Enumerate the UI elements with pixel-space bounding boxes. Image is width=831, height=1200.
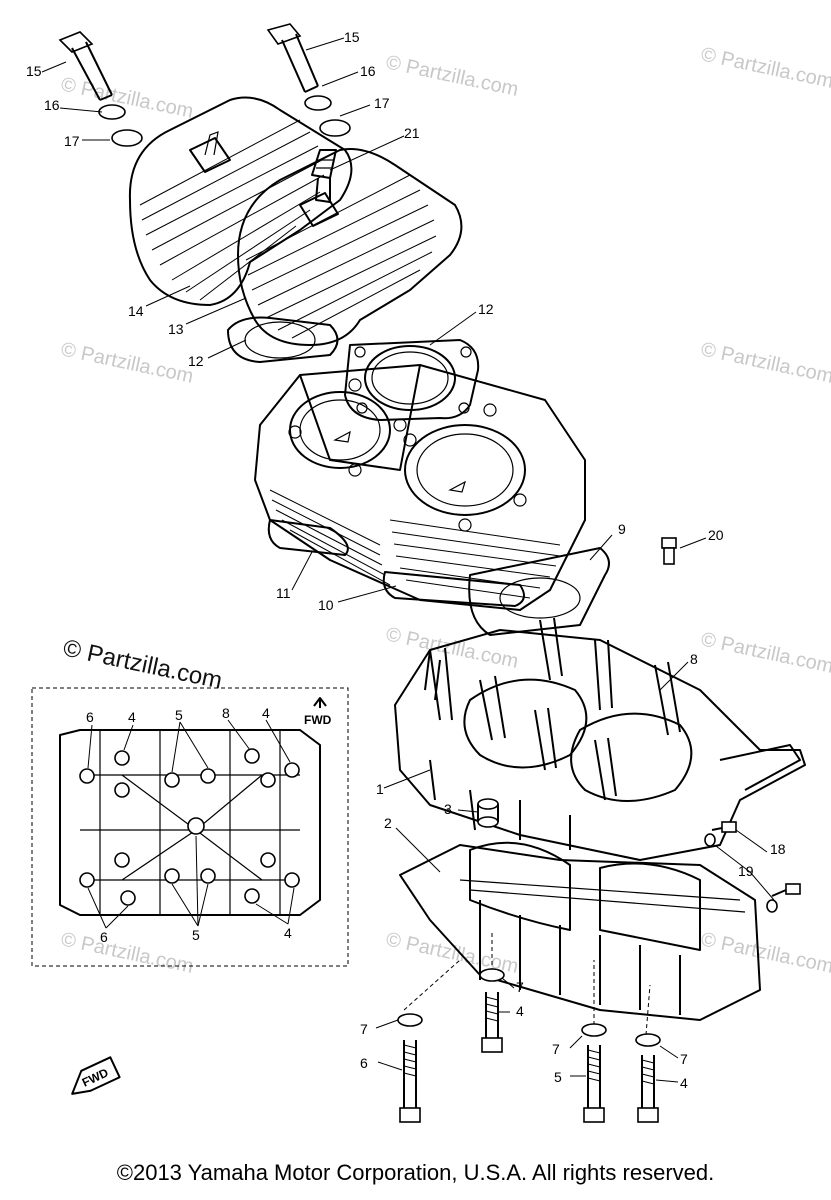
callout-4: 4 [516,1003,524,1019]
washer-7-d [635,1033,661,1047]
callout-7: 7 [552,1041,560,1057]
washer-17-left [111,129,143,147]
callout-7: 7 [360,1021,368,1037]
watermark: © Partzilla.com [384,51,520,101]
bolt-5 [583,1045,605,1123]
callout-16: 16 [360,63,376,79]
bolt-18-upper [711,821,737,833]
callout-9: 9 [618,521,626,537]
cylinder-block [254,364,586,611]
base-gasket-10 [382,571,525,607]
inset-callout-8: 8 [222,705,230,721]
inset-bolt-holes [79,748,300,906]
dowel-pin-3 [477,798,499,828]
watermark: © Partzilla.com [699,928,831,978]
watermark: © Partzilla.com [59,73,195,123]
cylinder-head-13 [237,148,463,346]
callout-19: 19 [738,863,754,879]
upper-crankcase-1 [394,629,806,861]
washer-19-upper [704,833,716,847]
watermark: © Partzilla.com [59,338,195,388]
inset-bolt-pattern: FWD [31,687,349,967]
callout-21: 21 [404,125,420,141]
washer-7-c [581,1023,607,1037]
plug-20 [661,537,677,565]
copyright-footer: ©2013 Yamaha Motor Corporation, U.S.A. A… [116,1160,715,1185]
callout-16: 16 [44,97,60,113]
fwd-arrow-icon: FWD [71,1056,121,1095]
inset-fwd-label: FWD [304,713,332,727]
watermark: © Partzilla.com [59,928,195,978]
fwd-up-arrow-icon [313,697,327,708]
callout-13: 13 [168,321,184,337]
callout-12: 12 [478,301,494,317]
watermark: © Partzilla.com [699,628,831,678]
cylinder-head-14 [128,96,353,306]
callout-10: 10 [318,597,334,613]
bolt-4-a [481,992,503,1053]
callout-15: 15 [26,63,42,79]
callout-2: 2 [384,815,392,831]
callout-7: 7 [680,1051,688,1067]
head-gasket-12-right [344,339,480,421]
head-gasket-12-left [227,316,339,363]
assembly-leaders [403,930,651,1036]
callout-17: 17 [64,133,80,149]
callout-12: 12 [188,353,204,369]
callout-14: 14 [128,303,144,319]
inset-callout-4: 4 [262,705,270,721]
bolt-6 [399,1040,421,1123]
bolt-18-lower [771,883,801,897]
callout-11: 11 [276,585,291,601]
callout-7: 7 [516,979,524,995]
callout-1: 1 [376,781,384,797]
callout-8: 8 [690,651,698,667]
callouts: 15 16 17 15 16 17 21 14 13 12 12 11 10 9… [26,29,786,1091]
callout-6: 6 [360,1055,368,1071]
inset-callout-4: 4 [128,709,136,725]
callout-20: 20 [708,527,724,543]
watermark: © Partzilla.com [699,43,831,93]
bolt-4-b [637,1055,659,1123]
washer-16-right [304,95,332,111]
washer-19-lower [766,899,778,913]
callout-4: 4 [680,1075,688,1091]
watermark: © Partzilla.com [699,338,831,388]
callout-18: 18 [770,841,786,857]
base-gasket-11 [267,519,349,556]
callout-5: 5 [554,1069,562,1085]
washer-16-left [98,104,126,120]
leader-lines [41,37,775,1083]
washer-7-b [479,968,505,982]
inset-callout-6: 6 [100,929,108,945]
inset-callout-6: 6 [86,709,94,725]
callout-3: 3 [444,801,452,817]
inset-callout-4: 4 [284,925,292,941]
head-bolt-right [266,23,319,93]
callout-15: 15 [344,29,360,45]
lower-crankcase-2 [399,841,761,1021]
gasket-9 [468,547,610,636]
callout-17: 17 [374,95,390,111]
watermark-main: © Partzilla.com [61,634,225,694]
washer-7-a [397,1013,423,1027]
head-bolt-left [58,31,113,101]
washer-17-right [319,119,351,137]
inset-callout-5: 5 [175,707,183,723]
studs-8 [429,617,681,801]
inset-callout-5: 5 [192,927,200,943]
